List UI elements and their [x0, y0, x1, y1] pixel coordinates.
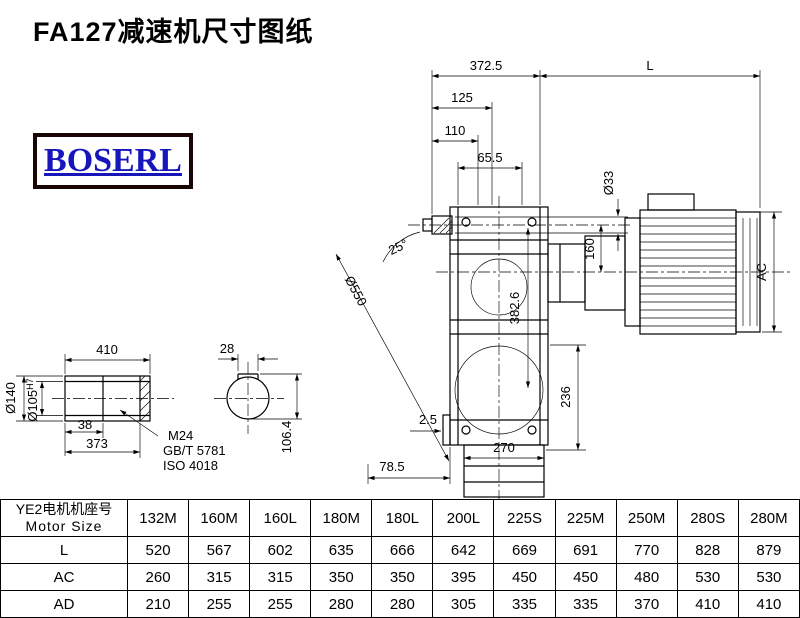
- table-cell: 770: [615, 536, 678, 564]
- table-cell: 879: [737, 536, 800, 564]
- dim-382-6: 382.6: [507, 292, 522, 325]
- table-cell: 642: [432, 536, 495, 564]
- bore-tolerance: H7: [25, 378, 35, 390]
- table-cell: 828: [676, 536, 739, 564]
- table-cell: 602: [249, 536, 312, 564]
- col-header-225M: 225M: [554, 499, 617, 537]
- table-cell: 255: [249, 590, 312, 618]
- table-cell: 691: [554, 536, 617, 564]
- dim-125: 125: [451, 90, 473, 105]
- motor-size-header-cn: YE2电机机座号: [15, 501, 113, 517]
- col-header-280S: 280S: [676, 499, 739, 537]
- right-dimensions: AC 236: [546, 211, 782, 451]
- motor-view: [547, 193, 761, 335]
- bore-dia-value: Ø105: [25, 390, 40, 422]
- bottom-dimensions: 2.5 78.5 270: [367, 412, 544, 484]
- dim-outer-dia: Ø140: [3, 382, 18, 414]
- centerlines: [52, 196, 792, 502]
- dim-AC: AC: [754, 263, 769, 281]
- table-cell: 635: [310, 536, 373, 564]
- shaft-dimensions: Ø33 160 Ø550 25° 382.6: [335, 171, 628, 462]
- col-header-250M: 250M: [615, 499, 678, 537]
- table-cell: 280: [371, 590, 434, 618]
- table-cell: 567: [188, 536, 251, 564]
- dim-shaft-dia: Ø33: [601, 171, 616, 196]
- dim-373: 373: [86, 436, 108, 451]
- boserl-logo-text: BOSERL: [44, 142, 182, 179]
- row-label-AC: AC: [0, 563, 128, 591]
- col-header-180M: 180M: [310, 499, 373, 537]
- col-header-225S: 225S: [493, 499, 556, 537]
- table-cell: 410: [737, 590, 800, 618]
- dim-2-5: 2.5: [419, 412, 437, 427]
- table-cell: 350: [310, 563, 373, 591]
- page-title: FA127减速机尺寸图纸: [33, 17, 314, 47]
- dim-106-4: 106.4: [279, 421, 294, 454]
- table-cell: 666: [371, 536, 434, 564]
- dim-78-5: 78.5: [379, 459, 404, 474]
- shaft-detail: 410 Ø140 Ø105H7 38 373 M24 GB/T 5781 ISO…: [3, 342, 226, 473]
- top-dimensions: 372.5 L 125 110 65.5: [431, 58, 761, 214]
- col-header-280M: 280M: [737, 499, 800, 537]
- bolt-standard-label: GB/T 5781: [163, 443, 226, 458]
- row-label-L: L: [0, 536, 128, 564]
- col-header-180L: 180L: [371, 499, 434, 537]
- bolt-label: M24: [168, 428, 193, 443]
- dim-28: 28: [220, 341, 234, 356]
- table-cell: 410: [676, 590, 739, 618]
- dim-110: 110: [445, 123, 466, 138]
- table-cell: 520: [126, 536, 190, 564]
- dim-236: 236: [558, 386, 573, 408]
- dim-swing-dia: Ø550: [342, 273, 370, 308]
- gearbox-view: [422, 206, 549, 498]
- table-cell: 669: [493, 536, 556, 564]
- keyway-detail: 28 106.4: [218, 341, 302, 453]
- dim-270: 270: [493, 440, 515, 455]
- table-cell: 335: [554, 590, 617, 618]
- col-header-200L: 200L: [432, 499, 495, 537]
- table-cell: 530: [737, 563, 800, 591]
- motor-size-header-en: Motor Size: [25, 518, 103, 534]
- table-cell: 530: [676, 563, 739, 591]
- dim-372-5: 372.5: [470, 58, 503, 73]
- dim-410: 410: [96, 342, 118, 357]
- table-cell: 450: [493, 563, 556, 591]
- table-cell: 480: [615, 563, 678, 591]
- table-cell: 395: [432, 563, 495, 591]
- table-cell: 350: [371, 563, 434, 591]
- col-header-132M: 132M: [126, 499, 190, 537]
- table-cell: 305: [432, 590, 495, 618]
- dim-38: 38: [78, 417, 92, 432]
- dim-bore-dia: Ø105H7: [25, 378, 40, 421]
- table-cell: 210: [126, 590, 190, 618]
- table-cell: 260: [126, 563, 190, 591]
- col-header-160M: 160M: [188, 499, 251, 537]
- table-cell: 370: [615, 590, 678, 618]
- boserl-logo: BOSERL: [33, 133, 193, 189]
- dim-160: 160: [582, 238, 597, 260]
- bolt-iso-label: ISO 4018: [163, 458, 218, 473]
- table-cell: 255: [188, 590, 251, 618]
- table-cell: 315: [249, 563, 312, 591]
- table-cell: 315: [188, 563, 251, 591]
- row-label-AD: AD: [0, 590, 128, 618]
- dim-65-5: 65.5: [477, 150, 502, 165]
- technical-drawing: 372.5 L 125 110 65.5 Ø33 160 Ø550 25° 38…: [3, 58, 792, 502]
- col-header-160L: 160L: [249, 499, 312, 537]
- dim-angle: 25°: [386, 236, 410, 258]
- table-cell: 450: [554, 563, 617, 591]
- table-cell: 280: [310, 590, 373, 618]
- table-cell: 335: [493, 590, 556, 618]
- dim-L: L: [646, 58, 653, 73]
